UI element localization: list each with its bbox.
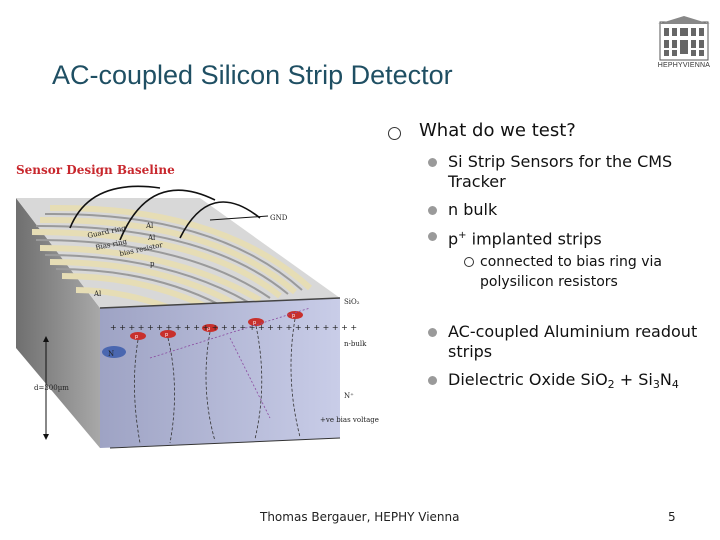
- bullet-text: Dielectric Oxide SiO2 + Si3N4: [448, 370, 679, 391]
- filled-bullet-icon: [428, 328, 437, 337]
- svg-text:p: p: [292, 313, 295, 319]
- filled-bullet-icon: [428, 158, 437, 167]
- svg-text:p: p: [135, 334, 138, 340]
- label-gnd: GND: [270, 214, 288, 222]
- label-n: N: [108, 350, 114, 358]
- bullet-text: n bulk: [448, 200, 498, 219]
- footer-author: Thomas Bergauer, HEPHY Vienna: [260, 510, 460, 524]
- svg-text:p: p: [165, 332, 168, 338]
- svg-text:+ + + + + + + + + + + + + + +: + + + + + + + + + + + + + + + + + + + + …: [110, 323, 357, 332]
- page-number: 5: [668, 510, 676, 524]
- svg-text:p: p: [253, 320, 256, 326]
- sub-bullet-text: connected to bias ring via polysilicon r…: [480, 254, 662, 290]
- label-p: p: [150, 260, 155, 268]
- sensor-left-face: [16, 198, 100, 448]
- hollow-bullet-icon: [464, 257, 474, 267]
- label-bias-voltage: +ve bias voltage: [320, 416, 379, 424]
- filled-bullet-icon: [428, 206, 437, 215]
- label-thickness: d=300µm: [34, 384, 69, 392]
- bullet-text: p+ implanted strips: [448, 229, 602, 249]
- bullet-text: AC-coupled Aluminium readout strips: [448, 322, 698, 361]
- diagram-title: Sensor Design Baseline: [16, 163, 175, 177]
- label-al-3: Al: [93, 290, 102, 298]
- hollow-bullet-icon: [388, 127, 401, 140]
- filled-bullet-icon: [428, 232, 437, 241]
- n-bulk-face: [100, 298, 340, 448]
- outline-heading: What do we test?: [419, 120, 576, 141]
- label-n-plus: N⁺: [344, 392, 354, 400]
- svg-text:p: p: [207, 326, 210, 332]
- hephy-logo: [658, 16, 710, 61]
- label-al-1: Al: [145, 222, 154, 230]
- logo-text: HEPHYVIENNA: [657, 62, 711, 69]
- label-sio2: SiO₂: [344, 298, 360, 306]
- strip-pattern: [31, 204, 313, 311]
- slide-title: AC-coupled Silicon Strip Detector: [52, 60, 453, 90]
- sensor-diagram: Sensor Design Baseline p p p p p + + + + + …: [16, 163, 379, 449]
- label-al-2: Al: [147, 234, 156, 242]
- bullet-text: Si Strip Sensors for the CMS Tracker: [448, 152, 673, 191]
- filled-bullet-icon: [428, 376, 437, 385]
- label-n-bulk: n-bulk: [344, 340, 367, 348]
